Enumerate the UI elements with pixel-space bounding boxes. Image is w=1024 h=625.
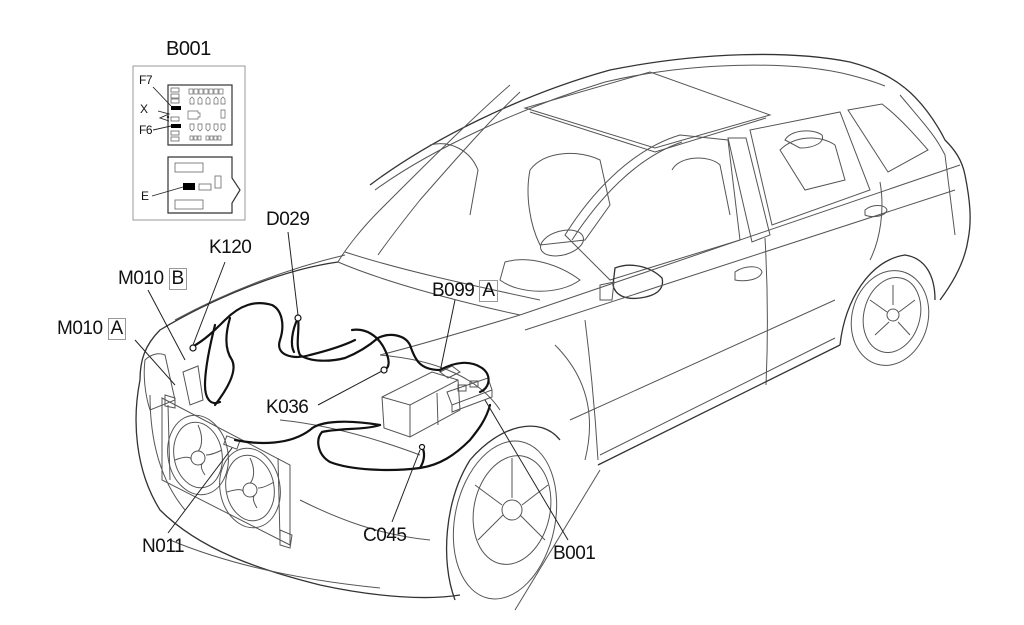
inset-label-f6: F6: [139, 123, 153, 137]
leader-b099a: [439, 299, 456, 373]
radiator-fans: [161, 365, 293, 549]
inset-title: B001: [166, 38, 211, 60]
callout-code: B001: [553, 543, 596, 564]
leader-m010b: [147, 289, 186, 361]
callout-tag: A: [479, 280, 498, 302]
wiring-harness: [189, 302, 492, 472]
callout-code: D029: [266, 209, 310, 230]
leader-c045: [391, 449, 421, 523]
callout-tag: A: [107, 318, 126, 340]
callout-d029: D029: [266, 209, 310, 230]
callout-code: K120: [209, 237, 252, 258]
callout-c045: C045: [363, 525, 407, 546]
fuse-f7: [171, 106, 181, 110]
callout-code: K036: [266, 397, 309, 418]
leader-m010a: [134, 339, 176, 386]
leader-k036: [317, 370, 383, 406]
inset-label-f7: F7: [139, 73, 153, 87]
fuse-f6: [171, 124, 181, 128]
callout-code: M010: [57, 318, 103, 339]
callout-tag: B: [168, 268, 187, 290]
callout-k036: K036: [266, 397, 309, 418]
car-body: [135, 53, 971, 611]
callout-n011: N011: [142, 536, 185, 557]
leader-k120: [192, 261, 226, 346]
callout-code: B099: [432, 280, 475, 301]
leader-d029: [287, 231, 299, 316]
battery-fusebox: [381, 365, 493, 438]
leader-b001: [484, 399, 569, 541]
callout-k120: K120: [209, 237, 252, 258]
inset-label-x: X: [140, 102, 148, 116]
leader-lines: [134, 231, 569, 541]
callout-b001: B001: [553, 543, 596, 564]
connector-e: [183, 183, 195, 190]
leader-n011: [167, 447, 233, 534]
callout-code: N011: [142, 536, 185, 557]
inset-b001: [132, 65, 246, 221]
callout-code: M010: [118, 268, 164, 289]
callout-code: C045: [363, 525, 407, 546]
inset-label-e: E: [141, 189, 149, 203]
